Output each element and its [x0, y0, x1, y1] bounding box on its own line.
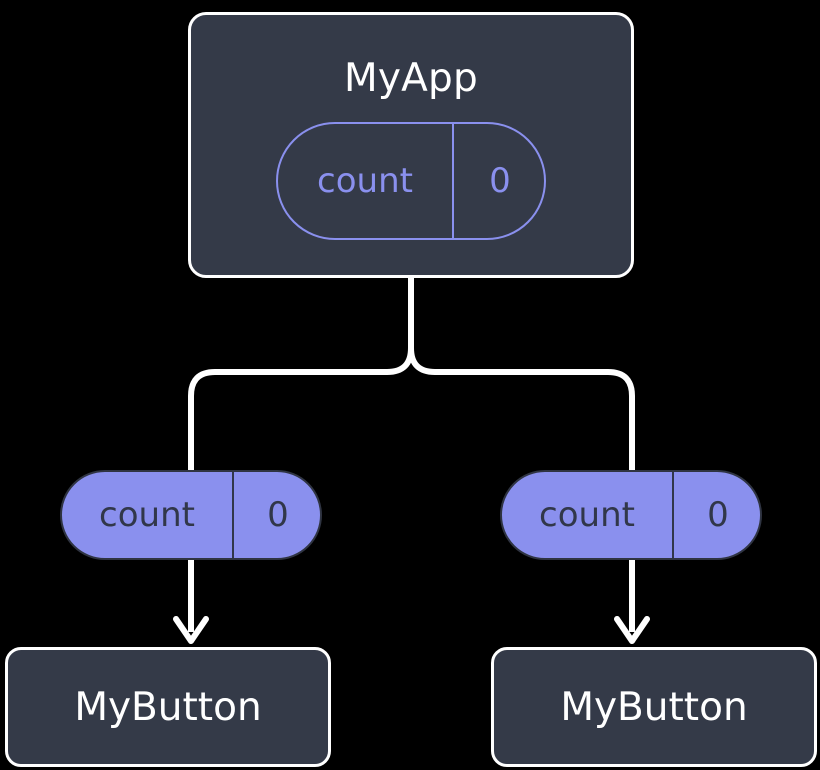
node-myapp-title: MyApp — [344, 56, 478, 101]
state-pill-myapp-key: count — [317, 161, 413, 201]
state-pill-myapp[interactable]: count 0 — [276, 122, 546, 240]
edge-root-to-branch-left — [188, 345, 414, 473]
state-pill-branch-right-value: 0 — [672, 472, 760, 558]
state-pill-myapp-value: 0 — [452, 124, 544, 238]
state-pill-branch-left-key: count — [99, 495, 195, 535]
node-mybutton-left[interactable]: MyButton — [5, 647, 331, 767]
node-mybutton-right[interactable]: MyButton — [491, 647, 817, 767]
arrowhead-right — [614, 616, 650, 644]
node-mybutton-left-label: MyButton — [74, 684, 262, 730]
state-pill-branch-right[interactable]: count 0 — [500, 470, 762, 560]
state-pill-branch-left[interactable]: count 0 — [60, 470, 322, 560]
state-pill-branch-left-value: 0 — [232, 472, 320, 558]
arrowhead-left — [173, 616, 209, 644]
edge-root-to-branches — [408, 275, 635, 473]
state-pill-branch-right-key: count — [539, 495, 635, 535]
node-mybutton-right-label: MyButton — [560, 684, 748, 730]
